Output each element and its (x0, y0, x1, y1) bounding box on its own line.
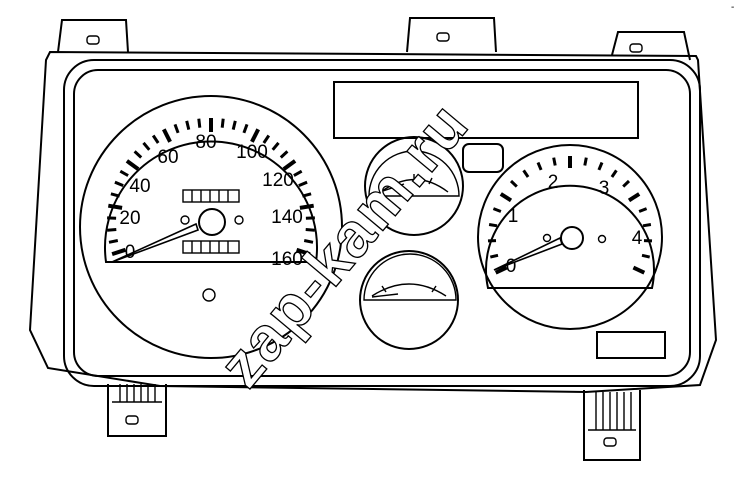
dial-tick (120, 171, 128, 175)
display-window (334, 82, 638, 138)
dial-tick (489, 225, 497, 226)
dial-tick (538, 163, 541, 170)
speedo-label-100: 100 (236, 142, 268, 163)
speedo-label-120: 120 (262, 170, 294, 191)
lower-small-gauge (360, 251, 458, 349)
dial-tick (490, 255, 498, 257)
tacho-indicator-right (599, 236, 606, 243)
connector-left (108, 384, 166, 436)
connector-right (584, 390, 640, 460)
mounting-tab-center (407, 18, 496, 52)
dial-tick (524, 170, 529, 177)
dial-tick (284, 161, 295, 169)
dial-tick (144, 143, 150, 150)
dial-tick (599, 163, 602, 170)
tacho-label-1: 1 (508, 206, 519, 227)
trip-reset-knob (203, 289, 215, 301)
lower-indicator-window (597, 332, 665, 358)
dial-tick (244, 124, 247, 132)
speedo-label-20: 20 (119, 208, 140, 229)
dial-tick (623, 181, 629, 187)
dial-tick (585, 158, 587, 166)
dial-tick (642, 255, 650, 257)
dial-tick (643, 225, 651, 226)
speedo-label-60: 60 (157, 147, 178, 168)
speedo-indicator-left (181, 216, 189, 224)
speedo-indicator-right (235, 216, 243, 224)
mounting-tab-left (58, 20, 128, 52)
tachometer-needle (494, 238, 562, 270)
dial-tick (273, 143, 279, 150)
tacho-label-4: 4 (632, 228, 643, 249)
dial-tick (493, 209, 501, 212)
dial-tick (127, 161, 138, 169)
speedo-label-140: 140 (271, 207, 303, 228)
tachometer: 0 1 2 3 4 (478, 145, 662, 329)
dial-tick (233, 121, 235, 130)
dial-tick (153, 136, 158, 144)
dial-tick (612, 170, 617, 177)
dial-tick (294, 171, 302, 175)
dial-tick (299, 182, 307, 185)
watermark-text: zap-kam.ru (206, 90, 482, 400)
dial-tick (107, 230, 116, 231)
speedo-label-40: 40 (129, 176, 150, 197)
dial-tick (511, 181, 517, 187)
speedometer-hub (199, 209, 225, 235)
dial-tick (199, 119, 200, 128)
speedo-label-80: 80 (195, 132, 216, 153)
tachometer-hub (561, 227, 583, 249)
tacho-indicator-left (544, 235, 551, 242)
corner-mark: - (731, 2, 734, 13)
dial-tick (633, 268, 644, 273)
tacho-label-3: 3 (599, 178, 610, 199)
dial-tick (135, 151, 142, 157)
dial-tick (252, 129, 258, 142)
dial-tick (112, 250, 125, 254)
dial-tick (175, 124, 178, 132)
dial-tick (222, 119, 223, 128)
dial-tick (639, 209, 647, 212)
dial-tick (629, 194, 639, 201)
dial-tick (164, 129, 170, 142)
dial-tick (115, 182, 123, 185)
dial-tick (187, 121, 189, 130)
dial-tick (281, 151, 288, 157)
dial-tick (501, 194, 511, 201)
tacho-label-2: 2 (548, 172, 559, 193)
dial-tick (554, 158, 556, 166)
dial-tick (109, 241, 118, 243)
